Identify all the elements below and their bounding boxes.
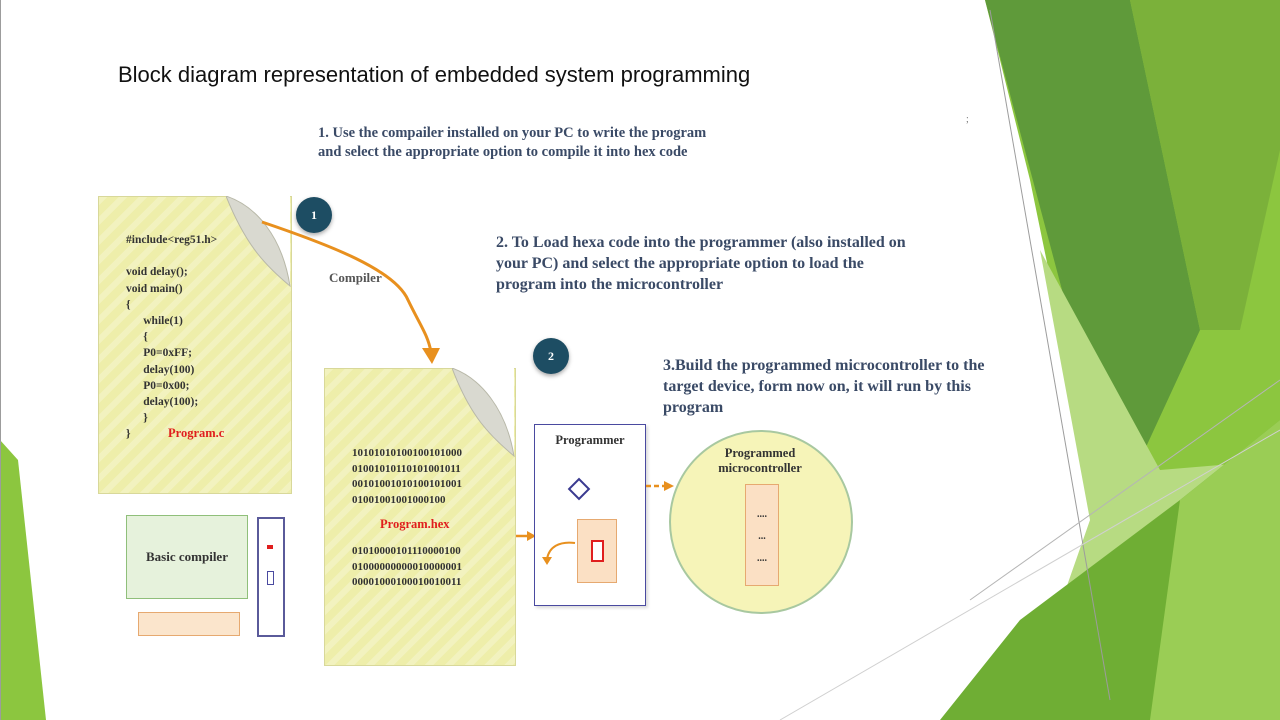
stray-mark: ; (966, 114, 969, 125)
mcu-pins: ... (758, 531, 766, 542)
hex-filename: Program.hex (380, 517, 450, 531)
programmer-label: Programmer (555, 433, 625, 447)
green-band-corner (1150, 420, 1280, 720)
hex-code-top: 10101010100100101000 0100101011010100101… (352, 447, 462, 506)
deco-line (989, 9, 1111, 701)
chip-icon (567, 477, 591, 501)
basic-compiler-bar (138, 612, 240, 636)
green-band-dark (985, 0, 1200, 460)
microcontroller-chip: .... ... .... (745, 484, 779, 586)
microcontroller-label: Programmed microcontroller (718, 446, 802, 475)
basic-compiler-box: Basic compiler (126, 515, 248, 599)
step-2-badge: 2 (533, 338, 569, 374)
step-3-text: 3.Build the programmed microcontroller t… (663, 357, 985, 417)
deco-line (969, 379, 1280, 601)
step-1-text: 1. Use the compailer installed on your P… (318, 125, 707, 161)
source-filename: Program.c (168, 426, 225, 440)
page-curl-icon (452, 368, 515, 458)
deco-line (779, 429, 1280, 720)
source-code: #include<reg51.h> void delay(); void mai… (126, 232, 217, 443)
step-1-badge: 1 (296, 197, 332, 233)
mcu-pins: .... (757, 553, 767, 564)
insert-arrow-icon (542, 541, 576, 565)
green-left-corner (0, 440, 46, 720)
slide-title: Block diagram representation of embedded… (118, 62, 751, 87)
chip-in-socket-icon (591, 540, 604, 562)
device-led-icon (267, 545, 273, 549)
device-slot-icon (267, 571, 274, 585)
source-code-document (98, 196, 292, 494)
device-icon (257, 517, 285, 637)
page-curl-icon (226, 196, 291, 288)
compiler-label: Compiler (329, 270, 382, 285)
chip-socket (577, 519, 617, 583)
basic-compiler-label: Basic compiler (146, 549, 228, 564)
hex-code-bottom: 01010000101110000100 0100000000001000000… (352, 545, 462, 589)
mcu-pins: .... (757, 509, 767, 520)
green-band-mid (1130, 0, 1280, 330)
step-2-text: 2. To Load hexa code into the programmer… (496, 234, 906, 294)
programmer-box: Programmer (534, 424, 646, 606)
source-code-text: #include<reg51.h> void delay(); void mai… (126, 234, 218, 441)
